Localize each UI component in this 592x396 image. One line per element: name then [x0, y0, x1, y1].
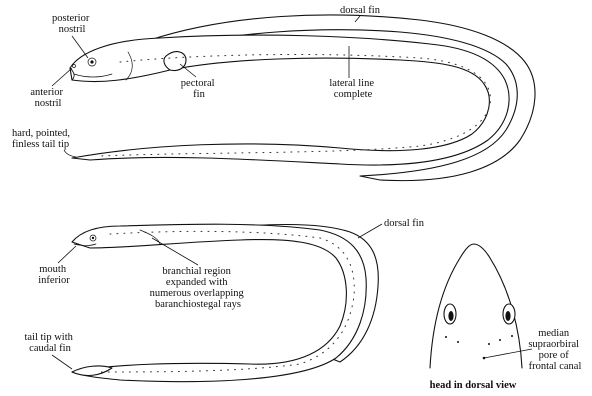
label-lateral-line: lateral line complete [329, 78, 376, 100]
head-dorsal-view [430, 244, 522, 368]
label-tail-tip-top: hard, pointed, finless tail tip [12, 128, 73, 150]
label-anterior-nostril: anterior nostril [30, 87, 65, 109]
label-pectoral-fin: pectoral fin [181, 78, 217, 100]
label-posterior-nostril: posterior nostril [52, 13, 92, 35]
top-eel-body [70, 35, 509, 165]
head-caption: head in dorsal view [430, 380, 517, 391]
label-tail-tip-bottom: tail tip with caudal fin [24, 332, 75, 354]
label-dorsal-fin-top: dorsal fin [340, 5, 381, 16]
label-median-pore: median supraorbiral pore of frontal cana… [528, 328, 581, 372]
label-dorsal-fin-bottom: dorsal fin [384, 218, 425, 229]
label-mouth-inferior: mouth inferior [38, 264, 70, 286]
top-eel-drawing [70, 15, 535, 181]
label-branchial-region: branchial region expanded with numerous … [150, 266, 247, 310]
top-eel-pectoral-fin [164, 52, 186, 71]
